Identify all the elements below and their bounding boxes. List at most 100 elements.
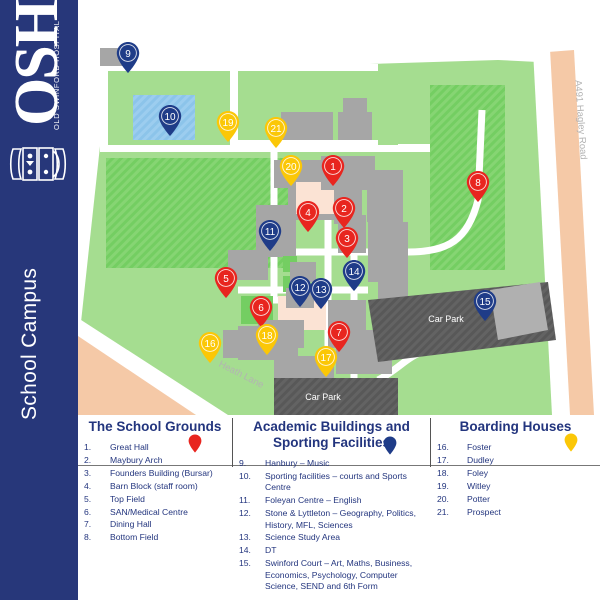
legend-item-label: Prospect [467,506,501,517]
legend-horizontal-divider [78,465,600,466]
map-pin-icon-red [188,434,202,453]
legend-item-label: Dudley [467,454,494,465]
legend-item-number: 15. [239,558,251,569]
map-marker-number: 13 [315,285,327,296]
legend-item-number: 21. [437,506,449,517]
map-marker-number: 19 [222,118,234,129]
legend-item: 21. Prospect [437,507,600,518]
legend-item-number: 1. [84,442,92,452]
page-title: School Campus [18,267,41,420]
legend-item: 14.DT [239,545,430,556]
campus-map[interactable]: Car Park Car Park A491 Hagley Road Heath… [78,0,600,415]
legend-item-label: Foster [467,442,492,452]
legend-item: 15.Swinford Court – Art, Maths, Business… [239,558,430,592]
legend-item-label: Foleyan Centre – English [265,495,362,506]
legend-item-number: 3. [84,467,92,478]
map-marker-number: 7 [336,328,342,339]
map-marker-1[interactable]: 1 [321,155,345,186]
legend-item-label: Stone & Lyttleton – Geography, Politics,… [265,508,416,530]
map-marker-20[interactable]: 20 [279,155,303,186]
map-legend: The School Grounds 1. Great Hall 2. Maybury… [78,415,600,600]
map-marker-number: 18 [261,331,273,342]
legend-item-label: Great Hall [110,442,149,452]
map-marker-13[interactable]: 13 [309,278,333,309]
legend-item-number: 12. [239,508,251,519]
map-marker-number: 17 [320,353,332,364]
legend-item-number: 20. [437,493,449,504]
map-marker-15[interactable]: 15 [473,290,497,321]
legend-item-label: Dining Hall [110,519,152,530]
map-marker-14[interactable]: 14 [342,260,366,291]
legend-item: 11.Foleyan Centre – English [239,495,430,506]
legend-item-label: Maybury Arch [110,454,163,465]
area-label-car-park-1: Car Park [305,392,341,402]
map-marker-17[interactable]: 17 [314,346,338,377]
legend-item-number: 2. [84,454,92,465]
map-marker-10[interactable]: 10 [158,105,182,136]
map-pin-icon-blue [383,436,397,455]
brand-sidebar: OSH OLD SWINFORD HOSPITAL School Campus [0,0,78,600]
map-marker-number: 5 [223,274,229,285]
legend-item-number: 4. [84,480,92,491]
map-marker-18[interactable]: 18 [255,324,279,355]
map-marker-number: 11 [265,227,276,238]
legend-items-school-grounds: 1. Great Hall 2. Maybury Arch 3.Founders Bui… [78,442,232,544]
legend-item-number: 8. [84,532,92,543]
map-marker-number: 2 [341,204,347,215]
map-marker-19[interactable]: 19 [216,111,240,142]
map-marker-number: 21 [270,124,282,135]
legend-divider-1 [232,418,233,467]
legend-item-label: Barn Block (staff room) [110,480,198,491]
legend-item: 3.Founders Building (Bursar) [84,468,232,479]
coat-of-arms-crest-icon [9,147,67,181]
map-marker-number: 3 [344,234,350,245]
legend-item-label: Bottom Field [110,532,159,543]
map-marker-3[interactable]: 3 [335,227,359,258]
legend-item-number: 9. [239,458,247,468]
map-marker-16[interactable]: 16 [198,332,222,363]
map-marker-number: 14 [348,267,360,278]
legend-item: 17.Dudley [437,455,600,466]
legend-column-academic: Academic Buildings and Sporting Faciliti… [233,415,430,600]
map-marker-11[interactable]: 11 [258,220,282,251]
map-marker-9[interactable]: 9 [116,42,140,73]
legend-item: 12. Stone & Lyttleton – Geography, Politi… [239,508,430,531]
legend-item: 6.SAN/Medical Centre [84,507,232,518]
legend-item-label: Potter [467,493,490,504]
map-pin-icon-yellow [564,433,578,452]
map-marker-6[interactable]: 6 [249,296,273,327]
legend-title-academic: Academic Buildings and Sporting Faciliti… [253,419,410,450]
legend-item-label: Hanbury – Music [265,458,330,468]
legend-item: 4. Barn Block (staff room) [84,481,232,492]
map-marker-number: 4 [305,208,311,219]
legend-item: 5.Top Field [84,494,232,505]
map-marker-7[interactable]: 7 [327,321,351,352]
map-marker-number: 9 [125,49,131,60]
legend-item-number: 7. [84,519,92,530]
legend-item-label: Sporting facilities – courts and Sports … [265,470,407,493]
map-marker-4[interactable]: 4 [296,201,320,232]
legend-title-school-grounds: The School Grounds [88,419,222,434]
map-marker-21[interactable]: 21 [264,117,288,148]
legend-item: 13.Science Study Area [239,532,430,543]
legend-item-number: 18. [437,467,449,478]
map-marker-number: 15 [479,297,491,308]
legend-column-school-grounds: The School Grounds 1. Great Hall 2. Maybury… [78,415,232,600]
map-marker-number: 12 [294,283,306,294]
map-marker-number: 10 [164,112,176,123]
map-marker-2[interactable]: 2 [332,197,356,228]
map-marker-12[interactable]: 12 [288,276,312,307]
legend-item-number: 5. [84,493,92,504]
map-marker-8[interactable]: 8 [466,171,490,202]
legend-item: 8. Bottom Field [84,532,232,543]
osh-logo-subtitle: OLD SWINFORD HOSPITAL [52,20,61,130]
map-marker-number: 1 [330,162,336,173]
map-marker-5[interactable]: 5 [214,267,238,298]
legend-item: 9. Hanbury – Music [239,458,430,469]
legend-item-label: Foley [467,467,489,478]
